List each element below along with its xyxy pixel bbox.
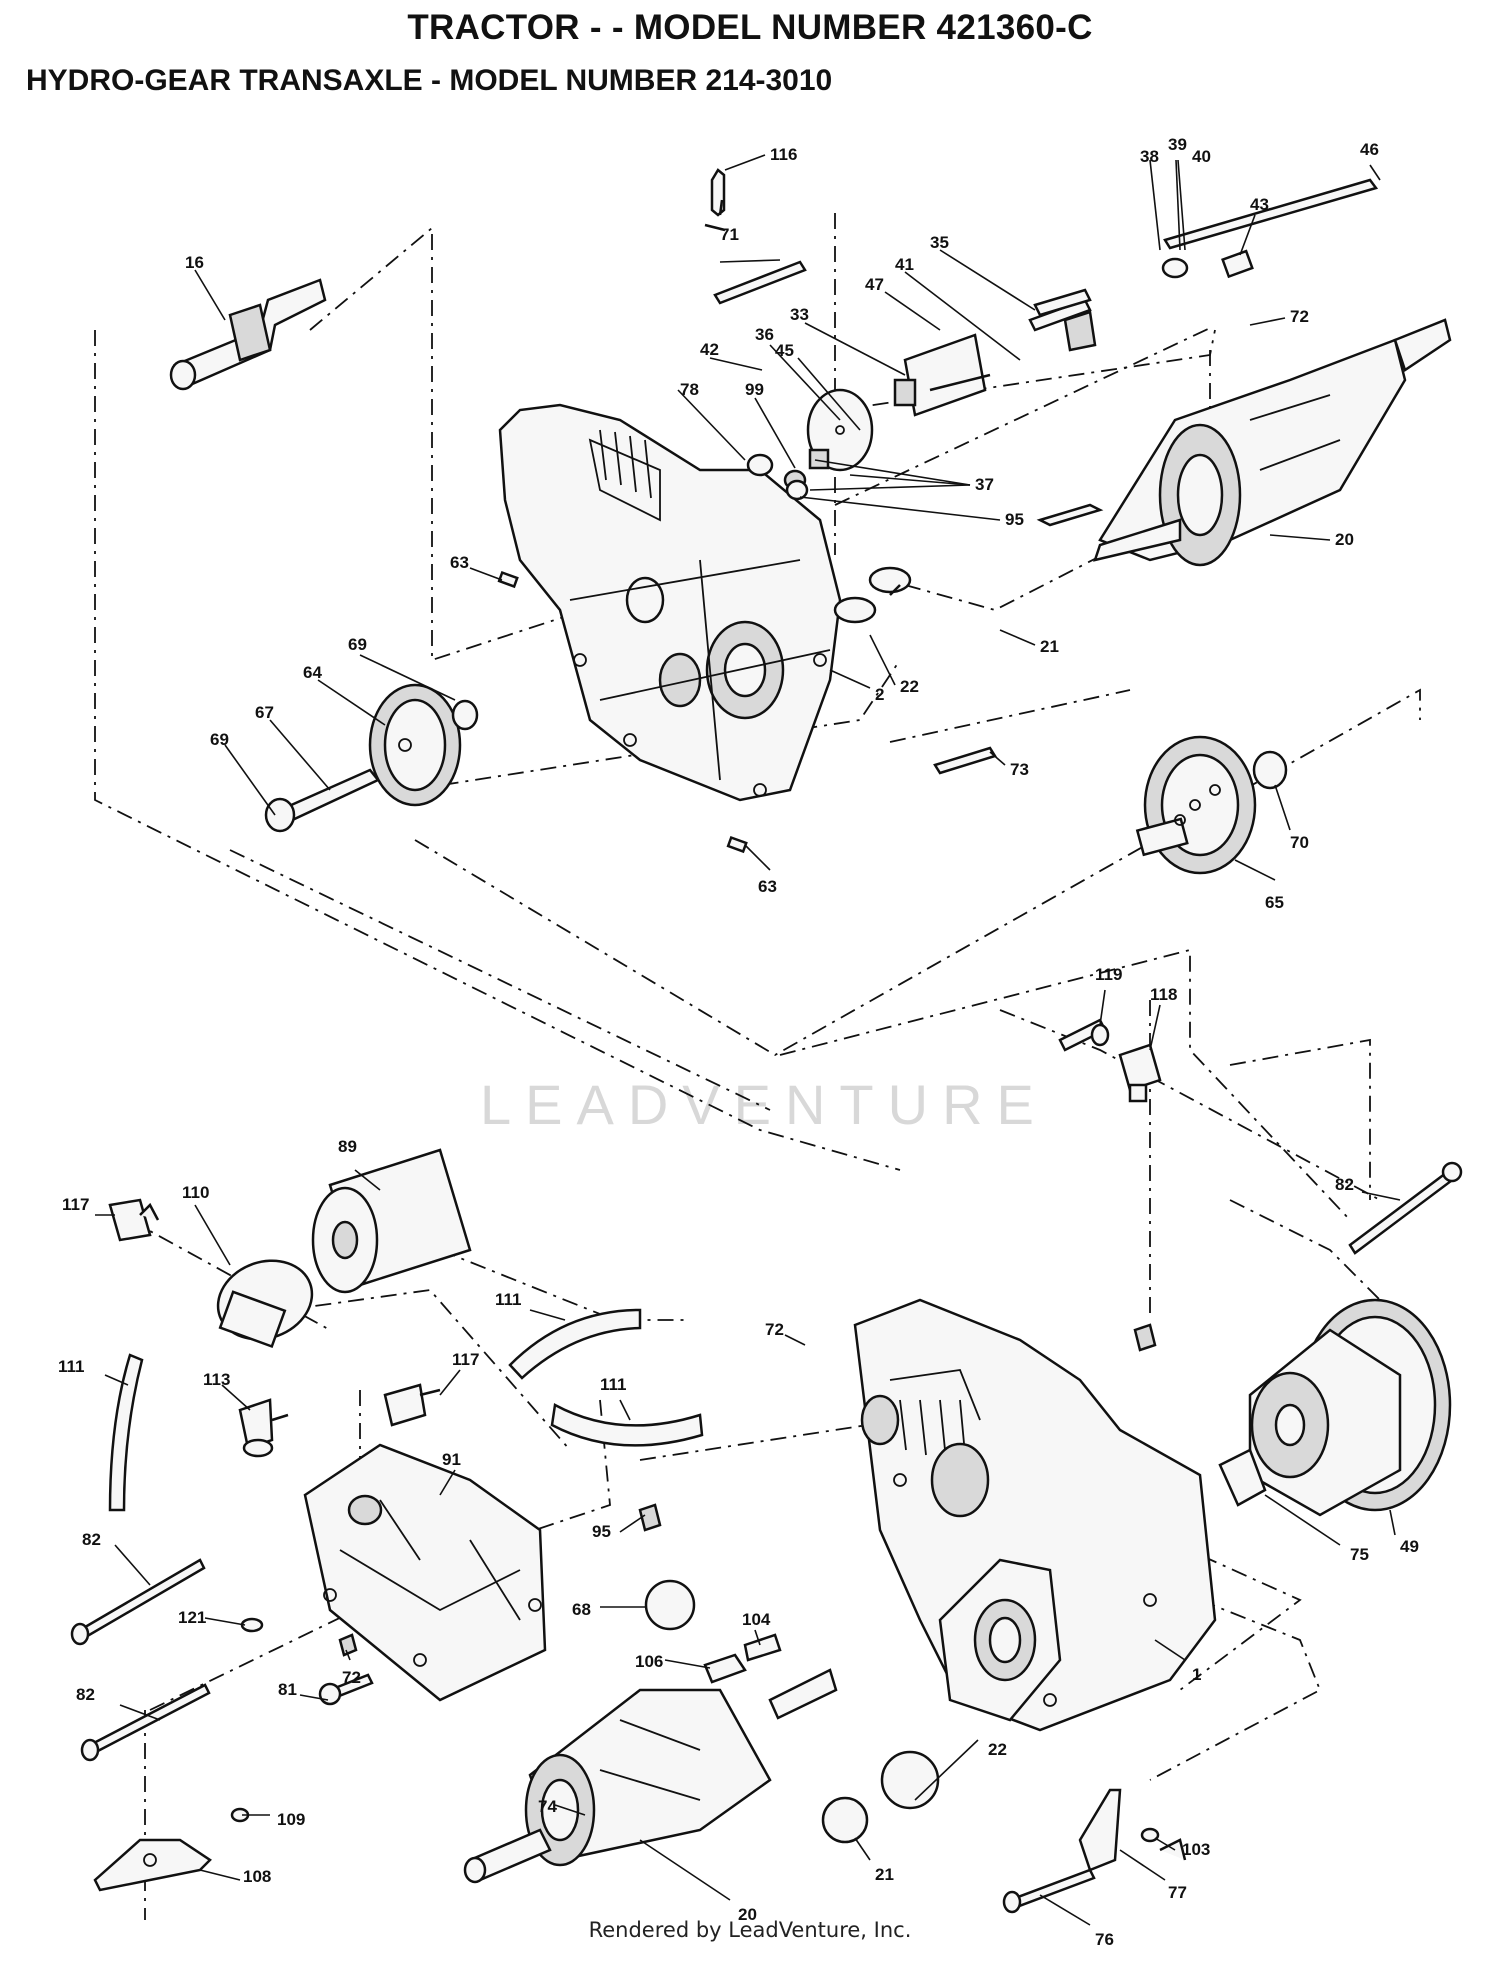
callout-c76: 76 bbox=[1095, 1930, 1114, 1949]
callout-c89: 89 bbox=[338, 1137, 357, 1156]
callout-c78: 78 bbox=[680, 380, 699, 399]
callout-c117b: 117 bbox=[452, 1350, 479, 1369]
diagram-subtitle: HYDRO-GEAR TRANSAXLE - MODEL NUMBER 214-… bbox=[26, 64, 833, 97]
callout-c43: 43 bbox=[1250, 195, 1269, 214]
callout-c38: 38 bbox=[1140, 147, 1159, 166]
callout-c72a: 72 bbox=[1290, 307, 1309, 326]
part-20-lower-axle-housing bbox=[463, 1668, 838, 1884]
part-49-differential bbox=[1218, 1298, 1452, 1517]
upper-hardware bbox=[497, 168, 1379, 854]
callout-c67: 67 bbox=[255, 703, 274, 722]
callout-c46: 46 bbox=[1360, 140, 1379, 159]
callout-c82c: 82 bbox=[76, 1685, 95, 1704]
callout-c109: 109 bbox=[277, 1810, 305, 1829]
callout-c20a: 20 bbox=[1335, 530, 1354, 549]
callout-c22a: 22 bbox=[900, 677, 919, 696]
callout-c91: 91 bbox=[442, 1450, 461, 1469]
callout-c22b: 22 bbox=[988, 1740, 1007, 1759]
callout-c68: 68 bbox=[572, 1600, 591, 1619]
callout-c37: 37 bbox=[975, 475, 994, 494]
callout-c113: 113 bbox=[203, 1370, 230, 1389]
callout-c108: 108 bbox=[243, 1867, 271, 1886]
callout-c72c: 72 bbox=[342, 1668, 361, 1687]
callout-c118: 118 bbox=[1150, 985, 1177, 1004]
callout-c39: 39 bbox=[1168, 135, 1187, 154]
part-64-67-gear-shaft bbox=[264, 683, 479, 833]
callout-c111a: 111 bbox=[58, 1357, 85, 1376]
part-118-119-fittings bbox=[1058, 1018, 1162, 1103]
part-91-center-section bbox=[303, 1443, 547, 1702]
callout-c47: 47 bbox=[865, 275, 884, 294]
callout-c116: 116 bbox=[770, 145, 797, 164]
callout-c75: 75 bbox=[1350, 1545, 1369, 1564]
callout-c72b: 72 bbox=[765, 1320, 784, 1339]
callout-c20b: 20 bbox=[738, 1905, 757, 1924]
callout-c33: 33 bbox=[790, 305, 809, 324]
part-65-cluster-gear bbox=[1135, 735, 1288, 875]
callout-c82a: 82 bbox=[1335, 1175, 1354, 1194]
footer-credit: Rendered by LeadVenture, Inc. bbox=[588, 1918, 912, 1942]
part-110-adapter-and-fittings bbox=[108, 1198, 441, 1458]
callout-c99: 99 bbox=[745, 380, 764, 399]
callout-c70: 70 bbox=[1290, 833, 1309, 852]
callout-c36: 36 bbox=[755, 325, 774, 344]
callout-c41: 41 bbox=[895, 255, 914, 274]
part-1-lower-case-half bbox=[853, 1298, 1217, 1732]
callout-c35: 35 bbox=[930, 233, 949, 252]
callout-c77: 77 bbox=[1168, 1883, 1187, 1902]
callout-c95a: 95 bbox=[1005, 510, 1024, 529]
callout-c21b: 21 bbox=[875, 1865, 894, 1884]
callout-c111c: 111 bbox=[600, 1375, 627, 1394]
callout-c95b: 95 bbox=[592, 1522, 611, 1541]
callout-c64: 64 bbox=[303, 663, 322, 682]
callout-c69b: 69 bbox=[210, 730, 229, 749]
part-111-hoses bbox=[108, 1308, 704, 1512]
callout-c81: 81 bbox=[278, 1680, 297, 1699]
diagram-title: TRACTOR - - MODEL NUMBER 421360-C bbox=[407, 8, 1093, 47]
callout-c1: 1 bbox=[1192, 1665, 1201, 1684]
callout-c71: 71 bbox=[720, 225, 739, 244]
callout-c40: 40 bbox=[1192, 147, 1211, 166]
callout-c106: 106 bbox=[635, 1652, 663, 1671]
callout-c63a: 63 bbox=[450, 553, 469, 572]
callout-c103: 103 bbox=[1182, 1840, 1210, 1859]
part-16-input-shaft bbox=[169, 278, 327, 391]
callout-c63b: 63 bbox=[758, 877, 777, 896]
callout-c110: 110 bbox=[182, 1183, 209, 1202]
part-89-oil-filter bbox=[311, 1148, 472, 1294]
callout-c2: 2 bbox=[875, 685, 884, 704]
callout-c119: 119 bbox=[1095, 965, 1122, 984]
callout-c117a: 117 bbox=[62, 1195, 89, 1214]
callout-c111b: 111 bbox=[495, 1290, 522, 1309]
callout-c104: 104 bbox=[742, 1610, 771, 1629]
callout-c121: 121 bbox=[178, 1608, 206, 1627]
callout-c82b: 82 bbox=[82, 1530, 101, 1549]
callout-c45: 45 bbox=[775, 341, 794, 360]
leader-lines bbox=[95, 154, 1401, 1926]
callout-c16: 16 bbox=[185, 253, 204, 272]
callout-c73: 73 bbox=[1010, 760, 1029, 779]
part-82-bolts bbox=[70, 1161, 1463, 1762]
callout-c69a: 69 bbox=[348, 635, 367, 654]
callout-c42: 42 bbox=[700, 340, 719, 359]
callout-c74: 74 bbox=[538, 1797, 557, 1816]
callout-c65: 65 bbox=[1265, 893, 1284, 912]
callout-c49: 49 bbox=[1400, 1537, 1419, 1556]
part-20-upper-axle-housing bbox=[1093, 318, 1452, 567]
upper-case-half bbox=[498, 403, 842, 802]
callout-c21a: 21 bbox=[1040, 637, 1059, 656]
